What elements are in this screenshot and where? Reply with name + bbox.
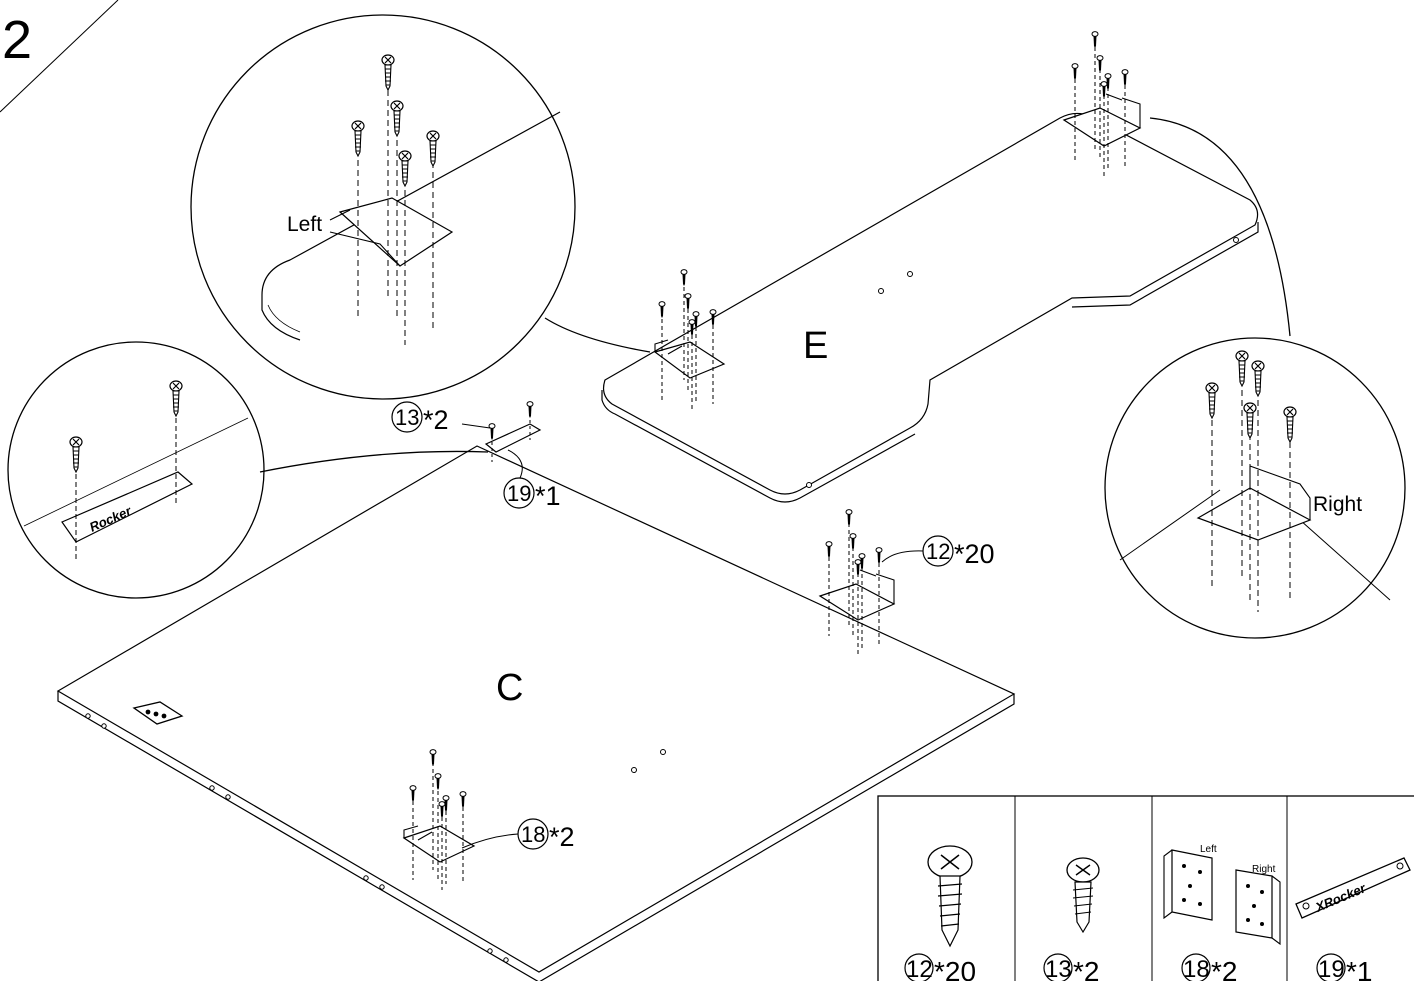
detail-circle-right-bracket: Right — [1104, 117, 1406, 639]
panel-c-label: C — [496, 667, 523, 709]
bracket-e-left — [653, 269, 726, 410]
bracket-c-lower — [402, 749, 476, 890]
bracket-c-right — [818, 509, 896, 656]
control-plate — [132, 701, 184, 725]
callout-19-qty: *1 — [535, 481, 561, 511]
large-screw-icon — [927, 845, 973, 948]
bracket-e-right — [1062, 31, 1142, 178]
step-number-text: 2 — [2, 10, 32, 70]
right-bracket-label: Right — [1313, 493, 1362, 516]
left-bracket-label: Left — [287, 213, 322, 236]
parts-box-left-label: Left — [1200, 844, 1217, 855]
panel-e-label: E — [803, 325, 828, 367]
callout-19-number: 19 — [507, 481, 531, 506]
callout-13-number: 13 — [395, 405, 419, 430]
logo-plate-small — [484, 401, 542, 462]
detail-circle-left-bracket: Left — [190, 14, 651, 400]
small-screw-icon — [1066, 857, 1100, 934]
parts-box-label-18-number: 18 — [1183, 956, 1210, 981]
step-number: 2 — [0, 0, 119, 113]
callout-13: 13 *2 — [391, 401, 491, 435]
parts-box-label-12: 12 *20 — [904, 953, 976, 981]
parts-box-label-12-number: 12 — [906, 956, 933, 981]
parts-box-label-19-qty: *1 — [1346, 956, 1372, 981]
callout-12-qty: *20 — [954, 539, 995, 569]
callout-18: 18 *2 — [461, 818, 575, 852]
callout-12-number: 12 — [926, 539, 950, 564]
detail-circle-logo-plate: Rocker — [7, 341, 489, 599]
parts-box-label-19: 19 *1 — [1316, 953, 1372, 981]
parts-box: Left Right XRocker 12 *20 13 *2 18 *2 — [877, 795, 1414, 981]
parts-box-label-19-number: 19 — [1318, 956, 1345, 981]
callout-19: 19 *1 — [503, 449, 561, 511]
callout-18-qty: *2 — [549, 822, 575, 852]
parts-box-label-13-qty: *2 — [1073, 956, 1099, 981]
parts-box-label-12-qty: *20 — [934, 956, 976, 981]
parts-box-label-13: 13 *2 — [1043, 953, 1099, 981]
parts-box-label-18: 18 *2 — [1181, 953, 1237, 981]
callout-18-number: 18 — [521, 822, 545, 847]
parts-box-label-13-number: 13 — [1045, 956, 1072, 981]
callout-13-qty: *2 — [423, 405, 449, 435]
callout-12: 12 *20 — [881, 535, 995, 569]
panel-c: C — [56, 445, 1016, 981]
parts-box-right-label: Right — [1252, 864, 1276, 875]
parts-box-label-18-qty: *2 — [1211, 956, 1237, 981]
bracket-pair-icon: Left Right — [1163, 844, 1281, 946]
